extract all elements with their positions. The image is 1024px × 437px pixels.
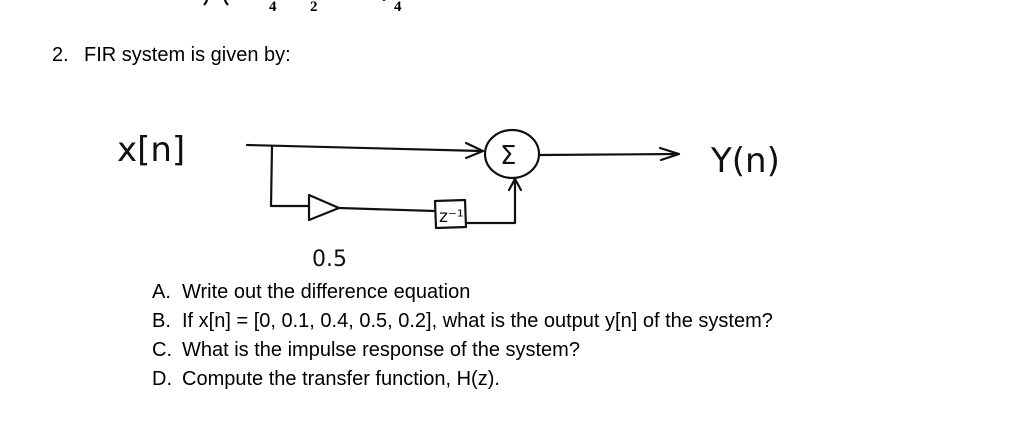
subquestion-text: If x[n] = [0, 0.1, 0.4, 0.5, 0.2], what … xyxy=(182,310,773,332)
gain-label: 0.5 xyxy=(312,247,347,272)
input-label: x[n] xyxy=(117,130,185,170)
question-text: FIR system is given by: xyxy=(84,44,291,66)
delay-box xyxy=(433,198,468,230)
summer-symbol: Σ xyxy=(500,141,516,171)
output-label: Y(n) xyxy=(710,141,780,181)
feedforward-line xyxy=(245,143,484,153)
subquestion-text: What is the impulse response of the syst… xyxy=(182,339,580,361)
delay-arrowhead xyxy=(507,177,523,192)
previous-question-fragment: 4 2 4 xyxy=(0,0,1024,15)
fragment-token: 2 xyxy=(310,0,318,15)
subquestion-letter: C. xyxy=(152,339,172,361)
fragment-token: 4 xyxy=(394,0,402,15)
output-arrowhead xyxy=(658,146,681,162)
subquestion-letter: D. xyxy=(152,368,172,390)
delay-to-summer-line xyxy=(464,178,517,225)
subquestion-c: C. What is the impulse response of the sy… xyxy=(152,336,773,365)
fragment-token: 4 xyxy=(269,0,277,15)
subquestion-d: D. Compute the transfer function, H(z). xyxy=(152,365,773,394)
subquestion-letter: A. xyxy=(152,281,171,303)
output-line xyxy=(537,152,680,157)
feedforward-arrowhead xyxy=(464,141,485,160)
question-heading: 2. FIR system is given by: xyxy=(52,43,291,67)
gain-to-delay-line xyxy=(337,206,437,213)
gain-triangle xyxy=(307,193,341,222)
tap-branch-line xyxy=(269,144,311,208)
delay-label: z⁻¹ xyxy=(439,207,464,227)
subquestion-letter: B. xyxy=(152,310,171,332)
subquestion-text: Compute the transfer function, H(z). xyxy=(182,368,500,390)
subquestion-a: A. Write out the difference equation xyxy=(152,278,773,307)
question-number: 2. xyxy=(52,44,69,66)
subquestion-list: A. Write out the difference equation B. If… xyxy=(152,278,773,394)
subquestion-b: B. If x[n] = [0, 0.1, 0.4, 0.5, 0.2], wha… xyxy=(152,307,773,336)
subquestion-text: Write out the difference equation xyxy=(182,281,471,303)
